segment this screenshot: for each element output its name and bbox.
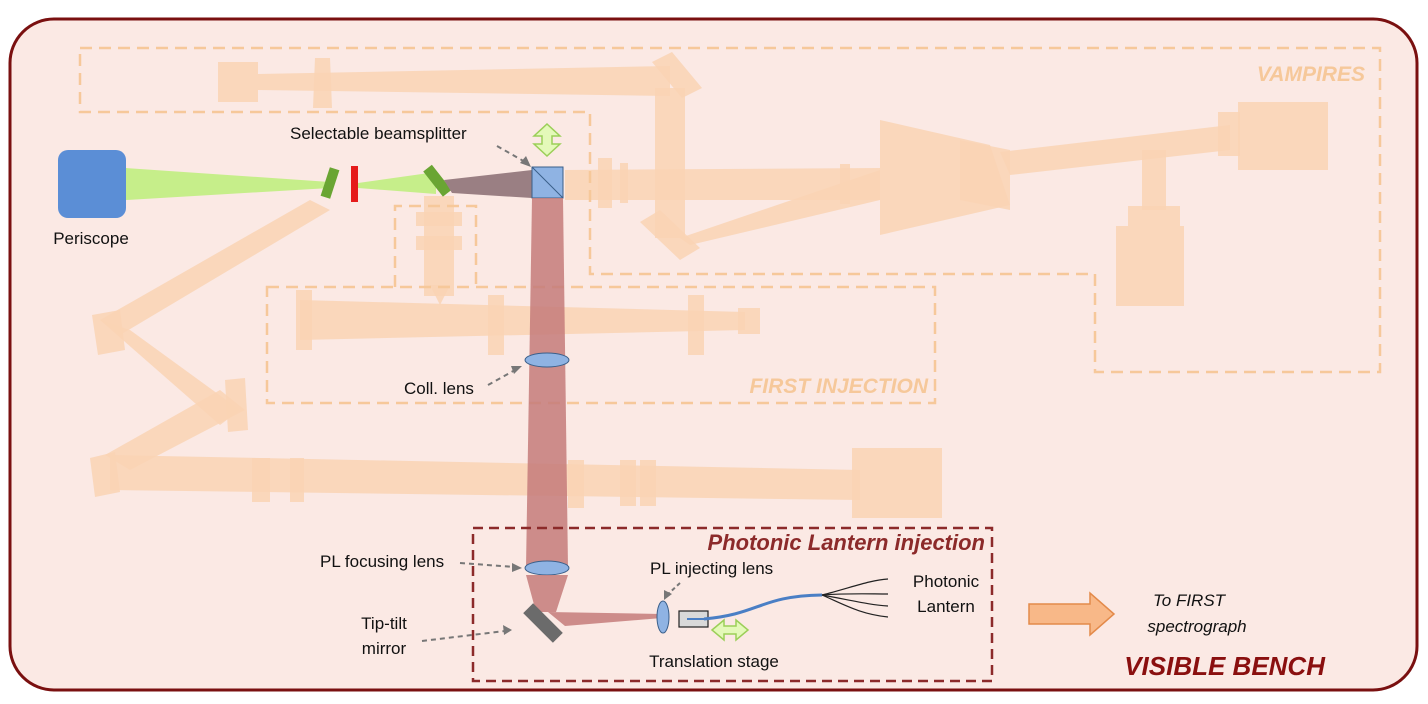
- dichroic-mirror-2: [423, 164, 452, 197]
- ghost-optics: [90, 52, 1328, 518]
- bench-frame: [8, 17, 1419, 692]
- green-beam-2: [358, 172, 436, 194]
- periscope-label: Periscope: [53, 229, 129, 248]
- selectable-arrow-icon: [532, 122, 562, 158]
- tip-tilt-label-1: Tip-tilt: [361, 614, 407, 633]
- bench-title: VISIBLE BENCH: [1124, 651, 1326, 681]
- red-beam-converge: [526, 575, 568, 612]
- to-first-label-1: To FIRST: [1153, 591, 1227, 610]
- translation-arrow-icon: [710, 618, 750, 642]
- photonic-label-2: Lantern: [917, 597, 975, 616]
- first-injection-region: [265, 285, 937, 405]
- green-beam: [126, 168, 330, 200]
- vampires-label: VAMPIRES: [1257, 63, 1365, 86]
- pl-injecting-lens: [656, 600, 670, 634]
- region-boxes: [78, 46, 1382, 405]
- dichroic-mirror-1: [320, 167, 340, 199]
- beamsplitter-pointer: [496, 145, 528, 164]
- photonic-fiber: [703, 593, 823, 621]
- coll-lens: [524, 352, 570, 368]
- coll-lens-label: Coll. lens: [404, 379, 474, 398]
- translation-stage-label: Translation stage: [649, 652, 779, 671]
- red-beam-horizontal: [548, 612, 662, 626]
- tip-tilt-mirror: [523, 603, 563, 643]
- red-beam-vertical: [526, 198, 568, 568]
- to-first-arrow: [1028, 591, 1116, 637]
- first-feed-region: [393, 204, 478, 287]
- beamsplitter-label: Selectable beamsplitter: [290, 124, 467, 143]
- pl-focusing-lens-label: PL focusing lens: [320, 552, 444, 571]
- pl-injection-region: [471, 526, 994, 683]
- photonic-label-1: Photonic: [913, 572, 980, 591]
- pl-focusing-lens: [524, 560, 570, 576]
- periscope-block: [58, 150, 126, 218]
- grey-beam: [444, 170, 532, 198]
- tip-tilt-label-2: mirror: [362, 639, 407, 658]
- vampires-region: [78, 46, 1382, 374]
- red-filter: [351, 166, 358, 202]
- to-first-label-2: spectrograph: [1147, 617, 1246, 636]
- lantern-fibers: [821, 578, 889, 618]
- pl-injection-label: Photonic Lantern injection: [708, 530, 985, 555]
- pl-injecting-lens-label: PL injecting lens: [650, 559, 773, 578]
- first-injection-label: FIRST INJECTION: [749, 375, 928, 398]
